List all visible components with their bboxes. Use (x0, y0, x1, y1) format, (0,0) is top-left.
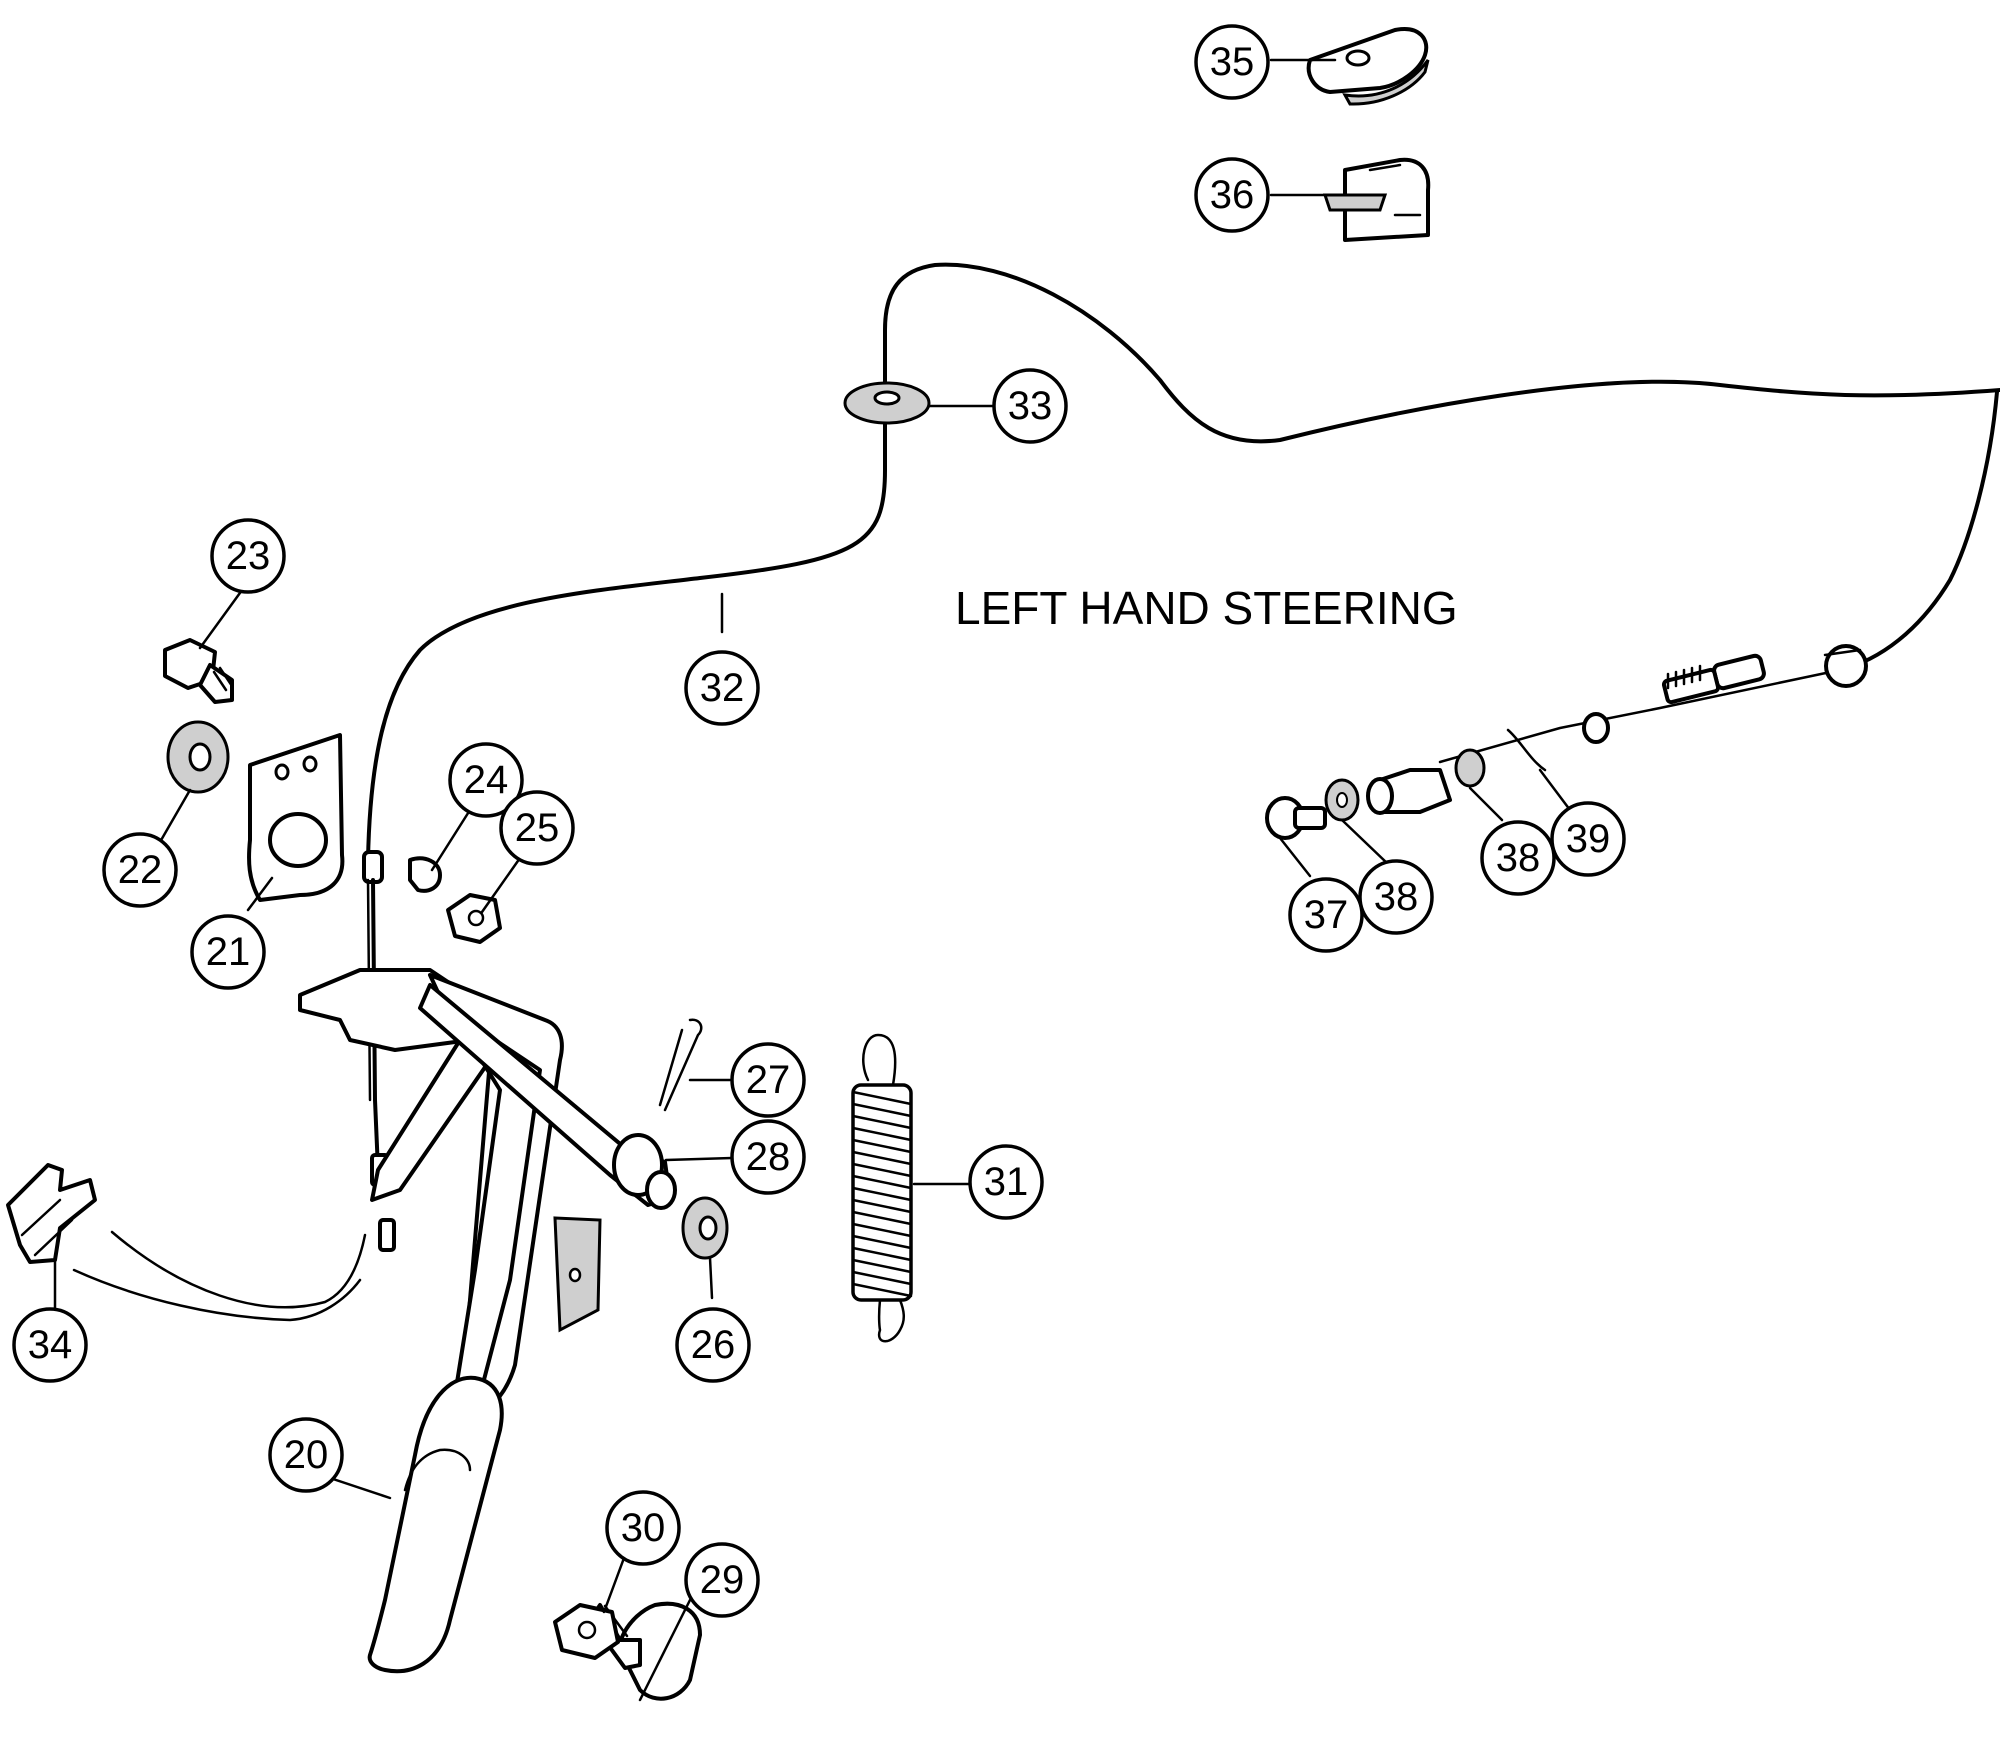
callouts: 20 21 22 23 24 25 26 27 28 29 30 31 32 3… (12, 24, 1626, 1618)
svg-text:37: 37 (1304, 893, 1349, 937)
svg-text:26: 26 (691, 1323, 736, 1367)
callout-22: 22 (102, 832, 178, 908)
svg-text:29: 29 (700, 1558, 745, 1602)
callout-33: 33 (992, 368, 1068, 444)
svg-text:32: 32 (700, 666, 745, 710)
svg-text:33: 33 (1008, 384, 1053, 428)
callout-30: 30 (605, 1490, 681, 1566)
callout-23: 23 (210, 518, 286, 594)
callout-38b: 38 (1480, 820, 1556, 896)
svg-text:21: 21 (206, 930, 251, 974)
mounting-plate-21 (247, 733, 345, 902)
cable-clip-36 (1322, 157, 1431, 242)
split-pin-27 (658, 1018, 703, 1112)
callout-32: 32 (684, 650, 760, 726)
svg-text:36: 36 (1210, 173, 1255, 217)
svg-text:25: 25 (515, 806, 560, 850)
diagram-title: LEFT HAND STEERING (955, 582, 1458, 634)
nut-25 (446, 893, 502, 944)
svg-text:20: 20 (284, 1433, 329, 1477)
callout-34: 34 (12, 1307, 88, 1383)
cable-clip-35 (1306, 27, 1430, 106)
svg-text:27: 27 (746, 1058, 791, 1102)
callout-26: 26 (675, 1307, 751, 1383)
return-spring-31 (851, 1033, 913, 1343)
callout-28: 28 (730, 1119, 806, 1195)
bolt-23 (163, 638, 234, 704)
svg-text:31: 31 (984, 1160, 1029, 1204)
washer-22 (166, 720, 230, 794)
svg-text:39: 39 (1566, 817, 1611, 861)
svg-text:22: 22 (118, 848, 163, 892)
svg-text:38: 38 (1496, 836, 1541, 880)
clip-24 (408, 856, 442, 893)
grommet (843, 381, 931, 425)
svg-text:35: 35 (1210, 40, 1255, 84)
callout-25: 25 (499, 790, 575, 866)
callout-39: 39 (1550, 801, 1626, 877)
clevis-assembly (1265, 728, 1547, 840)
svg-text:34: 34 (28, 1323, 73, 1367)
parts-drawing (6, 27, 2000, 1701)
pedal-arm-20 (367, 973, 602, 1674)
svg-text:38: 38 (1374, 875, 1419, 919)
nut-30 (553, 1603, 620, 1660)
callout-35: 35 (1194, 24, 1270, 100)
callout-37: 37 (1288, 877, 1364, 953)
svg-text:28: 28 (746, 1135, 791, 1179)
svg-text:23: 23 (226, 534, 271, 578)
callout-27: 27 (730, 1042, 806, 1118)
callout-36: 36 (1194, 157, 1270, 233)
accelerator-cable (366, 262, 2000, 862)
callout-38a: 38 (1358, 859, 1434, 935)
callout-24: 24 (448, 742, 524, 818)
callout-31: 31 (968, 1144, 1044, 1220)
callout-20: 20 (268, 1417, 344, 1493)
svg-text:24: 24 (464, 758, 509, 802)
cable-clip-34 (6, 1163, 367, 1322)
callout-21: 21 (190, 914, 266, 990)
svg-text:30: 30 (621, 1506, 666, 1550)
callout-29: 29 (684, 1542, 760, 1618)
washer-26 (681, 1196, 729, 1260)
pivot-shaft-28 (418, 983, 677, 1210)
